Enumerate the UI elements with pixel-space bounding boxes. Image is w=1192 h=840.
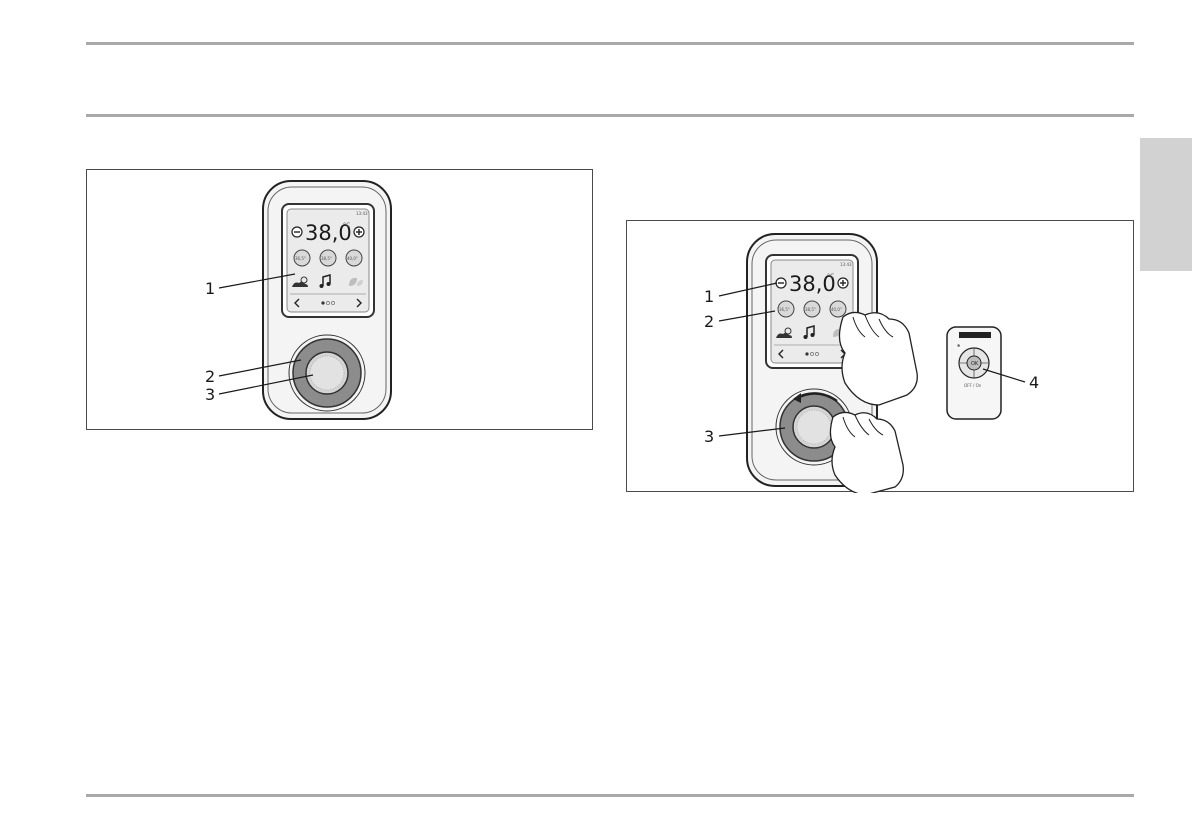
chapter-tab-marker: [1140, 138, 1192, 271]
minus-button-icon[interactable]: [292, 227, 302, 237]
figure-operation: 13:43 38,0 °C 36,5° 38,5° 40,0°: [626, 220, 1134, 492]
remote-bottom-label: OFF / On: [964, 383, 982, 388]
preset-button[interactable]: 38,5°: [804, 301, 820, 317]
hand-touching-screen-icon: [839, 312, 917, 405]
preset-button[interactable]: 40,0°: [830, 301, 846, 317]
remote-control[interactable]: ✱ OK OFF / On: [947, 327, 1001, 419]
plus-button-icon[interactable]: [838, 278, 848, 288]
svg-text:36,5°: 36,5°: [779, 307, 790, 312]
svg-text:38,5°: 38,5°: [321, 256, 332, 261]
callout-label: 3: [704, 427, 714, 446]
preset-button[interactable]: 36,5°: [294, 250, 310, 266]
screen-time: 13:43: [356, 211, 368, 216]
callout-label: 2: [205, 367, 215, 386]
callout-label: 4: [1029, 373, 1039, 392]
header-rule-top: [86, 42, 1134, 45]
callout-label: 3: [205, 385, 215, 404]
preset-button[interactable]: 40,0°: [346, 250, 362, 266]
header-rule-bottom: [86, 114, 1134, 117]
svg-text:38,5°: 38,5°: [805, 307, 816, 312]
hand-turning-knob-icon: [830, 412, 903, 493]
callout-label: 1: [205, 279, 215, 298]
temperature-unit: °C: [343, 222, 350, 229]
svg-text:36,5°: 36,5°: [295, 256, 306, 261]
callout-label: 2: [704, 312, 714, 331]
screen-time: 13:43: [840, 262, 852, 267]
plus-button-icon[interactable]: [354, 227, 364, 237]
footer-rule: [86, 794, 1134, 797]
svg-text:40,0°: 40,0°: [347, 256, 358, 261]
touch-display[interactable]: 13:43 38,0 °C 36,5° 38,5° 40,0°: [282, 204, 374, 317]
callout-label: 1: [704, 287, 714, 306]
temperature-unit: °C: [827, 273, 834, 280]
minus-button-icon[interactable]: [776, 278, 786, 288]
figure-control-panel: 13:43 38,0 °C 36,5° 38,5° 40,0°: [86, 169, 593, 430]
preset-button[interactable]: 36,5°: [778, 301, 794, 317]
rotary-knob[interactable]: [289, 335, 365, 411]
svg-text:40,0°: 40,0°: [831, 307, 842, 312]
preset-button[interactable]: 38,5°: [320, 250, 336, 266]
svg-text:OK: OK: [971, 361, 979, 367]
